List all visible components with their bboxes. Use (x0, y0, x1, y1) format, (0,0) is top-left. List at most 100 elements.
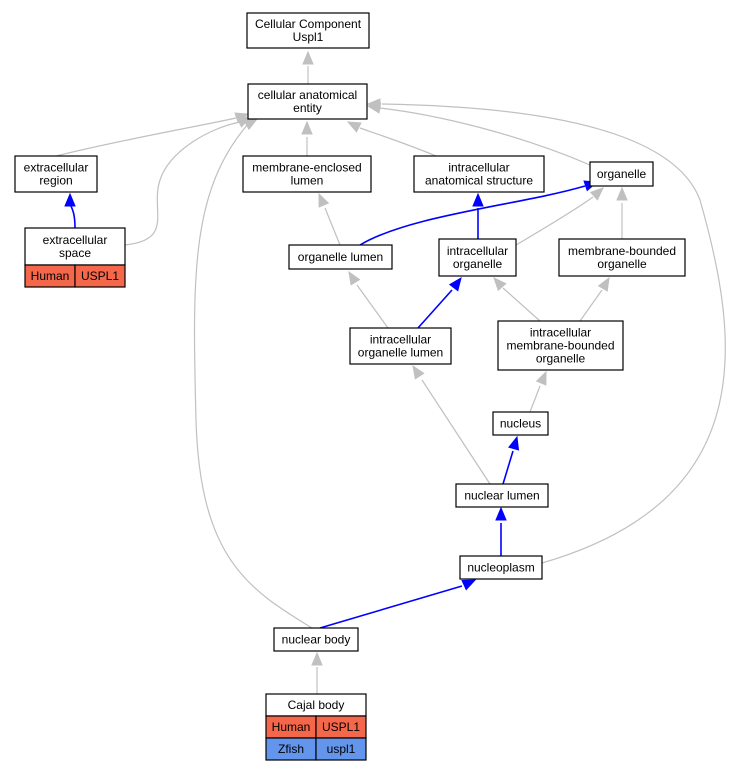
node-extracellular-region-label-line: extracellular (24, 161, 89, 175)
node-nuclear-lumen-label-line: nuclear lumen (464, 489, 539, 503)
edge-intracellular-membrane-bounded-organelle-to-membrane-bounded-organelle-arrowhead (597, 276, 610, 292)
edge-nucleoplasm-to-nuclear-lumen-arrowhead (495, 506, 507, 521)
edge-nuclear-body-to-nucleoplasm (319, 579, 477, 629)
gene-label: uspl1 (327, 742, 356, 756)
edge-intracellular-membrane-bounded-organelle-to-membrane-bounded-organelle-line (579, 289, 603, 322)
edge-extracellular-space-to-extracellular-region (64, 192, 76, 229)
edge-nucleoplasm-to-cae-line (381, 103, 726, 564)
node-extracellular-space-annotation-row: Human USPL1 (24, 264, 126, 288)
edges-layer (55, 50, 726, 694)
edge-intracellular-organelle-lumen-to-organelle-lumen-line (356, 284, 389, 329)
node-intracellular-organelle-label-line: intracellular (447, 244, 508, 258)
edge-intracellular-membrane-bounded-organelle-to-membrane-bounded-organelle (579, 276, 610, 322)
node-membrane-bounded-organelle-label-line: organelle (597, 257, 647, 271)
edge-nuclear-lumen-to-nucleus-arrowhead (508, 435, 520, 451)
edge-intracellular-organelle-to-intracellular-anatomical-structure (472, 192, 484, 239)
edge-cajal-body-to-nuclear-body (311, 651, 323, 694)
edge-cajal-body-to-nuclear-body-arrowhead (311, 651, 323, 666)
edge-intracellular-organelle-lumen-to-intracellular-organelle-arrowhead (448, 276, 462, 292)
node-cae-box (247, 83, 368, 120)
node-intracellular-membrane-bounded-organelle-label-line: intracellular (530, 326, 591, 340)
node-membrane-bounded-organelle-box (558, 238, 686, 277)
node-nucleus-box (492, 411, 549, 436)
species-label: Zfish (278, 742, 304, 756)
node-intracellular-membrane-bounded-organelle-label-line: membrane-bounded (506, 339, 614, 353)
node-nuclear-body-box (273, 627, 359, 652)
edge-nuclear-lumen-to-nucleus-line (502, 450, 514, 485)
node-nuclear-lumen[interactable]: nuclear lumen (455, 483, 549, 508)
node-nucleoplasm[interactable]: nucleoplasm (459, 555, 543, 580)
edge-nuclear-lumen-to-intracellular-organelle-lumen (412, 364, 491, 485)
edge-intracellular-organelle-to-organelle-line (515, 196, 594, 246)
edge-intracellular-organelle-to-organelle (515, 187, 604, 246)
edge-nucleoplasm-to-nuclear-lumen (495, 506, 507, 556)
edge-organelle-lumen-to-membrane-enclosed-lumen-line (324, 207, 341, 246)
edge-intracellular-anatomical-structure-to-cae-line (359, 127, 437, 157)
edge-organelle-lumen-to-membrane-enclosed-lumen-arrowhead (318, 192, 330, 208)
node-organelle-label-line: organelle (597, 167, 647, 181)
edge-nuclear-body-to-cae-arrowhead (243, 118, 259, 131)
edge-intracellular-organelle-lumen-to-intracellular-organelle (417, 276, 462, 329)
node-organelle-lumen[interactable]: organelle lumen (288, 244, 393, 270)
edge-intracellular-membrane-bounded-organelle-to-intracellular-organelle-arrowhead (493, 277, 507, 292)
edge-organelle-to-cae-line (379, 107, 591, 166)
edge-intracellular-organelle-lumen-to-organelle-lumen-arrowhead (348, 270, 361, 286)
node-cae-label-line: entity (293, 101, 322, 115)
edge-nucleus-to-intracellular-membrane-bounded-organelle-arrowhead (535, 370, 547, 386)
species-label: Human (31, 269, 70, 283)
edge-intracellular-anatomical-structure-to-cae-arrowhead (346, 121, 362, 133)
edge-cae-to-root-arrowhead (302, 50, 314, 65)
edge-organelle-lumen-to-organelle-line (359, 185, 586, 246)
edge-nuclear-body-to-nucleoplasm-line (319, 585, 463, 629)
node-organelle[interactable]: organelle (589, 161, 654, 187)
gene-cell (74, 264, 126, 288)
gene-label: USPL1 (81, 269, 119, 283)
edge-nucleus-to-intracellular-membrane-bounded-organelle (529, 370, 547, 413)
edge-intracellular-membrane-bounded-organelle-to-intracellular-organelle-line (502, 287, 541, 322)
node-cajal-body-annotation-row: Zfish uspl1 (265, 737, 367, 761)
edge-nucleoplasm-to-cae (366, 98, 726, 564)
edge-membrane-enclosed-lumen-to-cae-arrowhead (301, 120, 313, 135)
node-intracellular-organelle-lumen-label-line: intracellular (370, 333, 431, 347)
node-root-label-line: Uspl1 (293, 30, 324, 44)
edge-intracellular-organelle-lumen-to-intracellular-organelle-line (417, 289, 453, 329)
edge-extracellular-region-to-cae-line (55, 117, 237, 157)
node-nucleus-label-line: nucleus (500, 417, 541, 431)
node-nuclear-lumen-box (455, 483, 549, 508)
edge-intracellular-organelle-to-intracellular-anatomical-structure-arrowhead (472, 192, 484, 207)
edge-nucleus-to-intracellular-membrane-bounded-organelle-line (529, 385, 541, 413)
node-intracellular-membrane-bounded-organelle-box (497, 320, 624, 371)
node-intracellular-organelle-lumen-label-line: organelle lumen (358, 346, 443, 360)
node-nuclear-body-label-line: nuclear body (282, 633, 351, 647)
node-intracellular-organelle-label-line: organelle (453, 257, 503, 271)
node-nucleus[interactable]: nucleus (492, 411, 549, 436)
edge-nuclear-lumen-to-intracellular-organelle-lumen-arrowhead (412, 364, 425, 380)
node-nucleoplasm-box (459, 555, 543, 580)
node-organelle-lumen-label-line: organelle lumen (298, 250, 383, 264)
node-cajal-body-label-line: Cajal body (288, 698, 345, 712)
node-intracellular-organelle-box (438, 238, 517, 277)
node-organelle-box (589, 161, 654, 187)
node-intracellular-anatomical-structure-box (413, 155, 545, 193)
node-nucleoplasm-label-line: nucleoplasm (467, 561, 534, 575)
edge-nucleoplasm-to-cae-arrowhead (366, 98, 381, 110)
edge-extracellular-space-to-cae-line (124, 121, 241, 246)
node-extracellular-space-label-line: space (59, 246, 91, 260)
node-nuclear-body[interactable]: nuclear body (273, 627, 359, 652)
edge-nuclear-body-to-cae-line (193, 123, 313, 629)
gene-label: USPL1 (322, 720, 360, 734)
edge-intracellular-organelle-lumen-to-organelle-lumen (348, 270, 389, 329)
